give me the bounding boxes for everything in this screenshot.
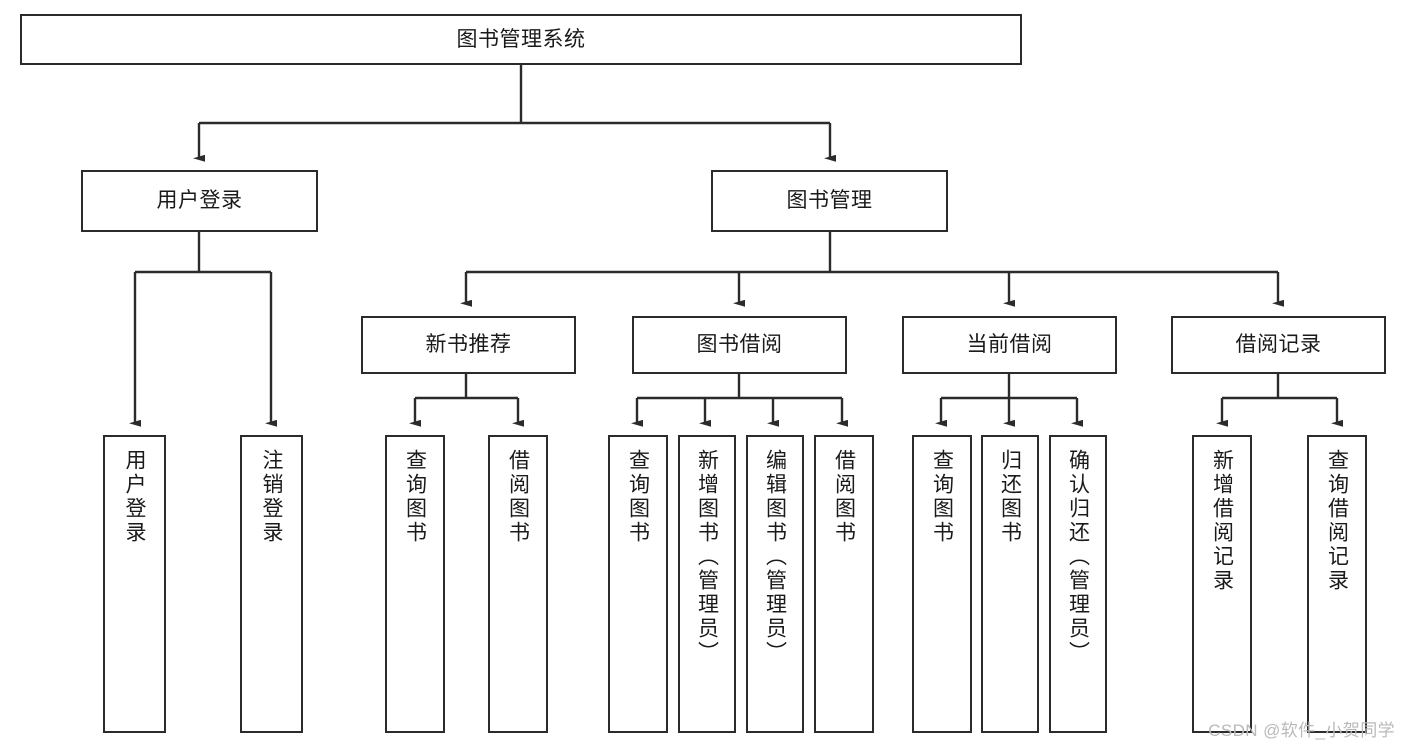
- node-root-label: 图书管理系统: [456, 27, 586, 51]
- node-leaf-borrow-book-2-label: 借阅图书: [832, 449, 856, 545]
- csdn-watermark: CSDN @软件_小贺同学: [1208, 721, 1395, 740]
- node-leaf-logout-label: 注销登录: [260, 449, 283, 545]
- node-leaf-query-record[interactable]: 查询借阅记录: [1307, 435, 1367, 733]
- node-leaf-logout[interactable]: 注销登录: [240, 435, 303, 733]
- node-book-borrow[interactable]: 图书借阅: [632, 316, 847, 374]
- node-leaf-add-book-label: 新增图书（管理员）: [695, 449, 719, 665]
- node-leaf-borrow-book-1[interactable]: 借阅图书: [488, 435, 548, 733]
- node-leaf-edit-book-label: 编辑图书（管理员）: [763, 449, 787, 665]
- node-leaf-return-book[interactable]: 归还图书: [981, 435, 1039, 733]
- node-book-borrow-label: 图书借阅: [696, 333, 783, 357]
- node-borrow-record[interactable]: 借阅记录: [1171, 316, 1386, 374]
- node-leaf-user-login-label: 用户登录: [123, 449, 146, 545]
- node-leaf-add-book[interactable]: 新增图书（管理员）: [678, 435, 736, 733]
- node-leaf-user-login[interactable]: 用户登录: [103, 435, 166, 733]
- node-leaf-query-book-1[interactable]: 查询图书: [385, 435, 445, 733]
- node-new-book-rec[interactable]: 新书推荐: [361, 316, 576, 374]
- node-current-borrow[interactable]: 当前借阅: [902, 316, 1117, 374]
- node-leaf-add-record[interactable]: 新增借阅记录: [1192, 435, 1252, 733]
- node-leaf-query-book-1-label: 查询图书: [403, 449, 427, 545]
- node-leaf-borrow-book-2[interactable]: 借阅图书: [814, 435, 874, 733]
- node-leaf-query-record-label: 查询借阅记录: [1325, 449, 1349, 593]
- node-leaf-query-book-2-label: 查询图书: [626, 449, 650, 545]
- node-user-login[interactable]: 用户登录: [81, 170, 318, 232]
- node-borrow-record-label: 借阅记录: [1235, 333, 1322, 357]
- node-leaf-add-record-label: 新增借阅记录: [1210, 449, 1234, 593]
- node-current-borrow-label: 当前借阅: [966, 333, 1053, 357]
- node-root[interactable]: 图书管理系统: [20, 14, 1022, 65]
- node-leaf-confirm-return[interactable]: 确认归还（管理员）: [1049, 435, 1107, 733]
- node-leaf-query-book-2[interactable]: 查询图书: [608, 435, 668, 733]
- node-leaf-confirm-return-label: 确认归还（管理员）: [1066, 449, 1090, 665]
- node-book-manage[interactable]: 图书管理: [711, 170, 948, 232]
- node-new-book-rec-label: 新书推荐: [425, 333, 512, 357]
- node-leaf-query-book-3[interactable]: 查询图书: [912, 435, 972, 733]
- node-book-manage-label: 图书管理: [786, 189, 873, 213]
- node-leaf-borrow-book-1-label: 借阅图书: [506, 449, 530, 545]
- node-leaf-query-book-3-label: 查询图书: [930, 449, 954, 545]
- node-leaf-edit-book[interactable]: 编辑图书（管理员）: [746, 435, 804, 733]
- node-leaf-return-book-label: 归还图书: [998, 449, 1022, 545]
- node-user-login-label: 用户登录: [156, 189, 243, 213]
